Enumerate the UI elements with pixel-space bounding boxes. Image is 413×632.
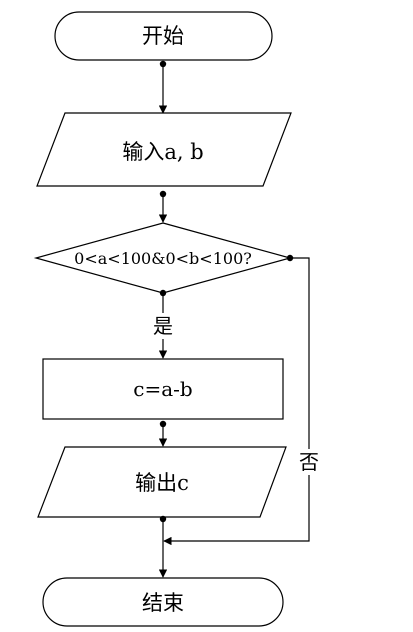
input-label: 输入a, b (122, 140, 203, 164)
condition-label: 0<a<100&0<b<100? (74, 249, 252, 268)
input-parallelogram (36, 112, 292, 187)
no-label-bg (296, 449, 322, 475)
start-label: 开始 (142, 24, 184, 48)
yes-label-bg (151, 313, 175, 339)
end-terminal (42, 577, 284, 627)
end-label: 结束 (142, 591, 184, 615)
output-label: 输出c (135, 471, 189, 495)
arrow-no-branch (163, 257, 310, 546)
no-label: 否 (299, 450, 319, 474)
process-label: c=a-b (133, 377, 192, 401)
start-terminal (54, 11, 273, 61)
output-parallelogram (37, 446, 287, 518)
yes-label: 是 (153, 314, 173, 338)
process-box (42, 358, 284, 420)
